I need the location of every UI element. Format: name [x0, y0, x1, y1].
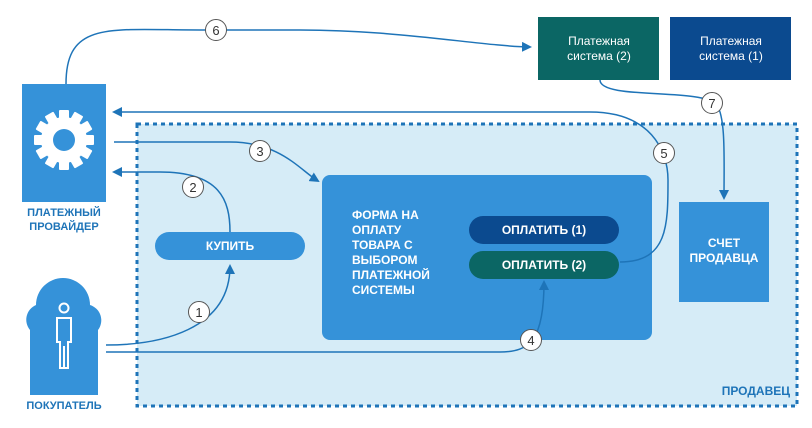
step-6: 6: [205, 19, 227, 41]
seller-account-label: СЧЕТ ПРОДАВЦА: [689, 236, 759, 265]
step-5: 5: [653, 142, 675, 164]
arrow-1: [105, 264, 235, 346]
pay-button-1[interactable]: ОПЛАТИТЬ (1): [469, 216, 619, 244]
seller-zone-label: ПРОДАВЕЦ: [721, 384, 790, 398]
arrow-6: [65, 28, 532, 85]
buy-button[interactable]: КУПИТЬ: [155, 232, 305, 260]
arrow-5: [112, 107, 669, 263]
step-1: 1: [188, 301, 210, 323]
payment-system-1-box: [670, 17, 791, 80]
provider-label: ПЛАТЕЖНЫЙ ПРОВАЙДЕР: [27, 207, 101, 233]
step-4: 4: [520, 329, 542, 351]
step-2: 2: [182, 176, 204, 198]
step-3: 3: [249, 140, 271, 162]
step-7: 7: [701, 92, 723, 114]
payment-system-1-label: Платежная система (1): [699, 34, 763, 63]
payment-form-label: ФОРМА НА ОПЛАТУ ТОВАРА С ВЫБОРОМ ПЛАТЕЖН…: [352, 208, 430, 297]
gear-icon: [34, 110, 94, 170]
pay-button-2[interactable]: ОПЛАТИТЬ (2): [469, 251, 619, 279]
buyer-label: ПОКУПАТЕЛЬ: [26, 400, 102, 412]
payment-system-2-label: Платежная система (2): [567, 34, 631, 63]
seller-account-box: [679, 202, 769, 302]
arrow-2: [112, 167, 231, 233]
arrow-3: [114, 141, 320, 183]
person-icon: [56, 302, 72, 369]
buyer-shape: [26, 278, 102, 395]
payment-system-2-box: [538, 17, 659, 80]
